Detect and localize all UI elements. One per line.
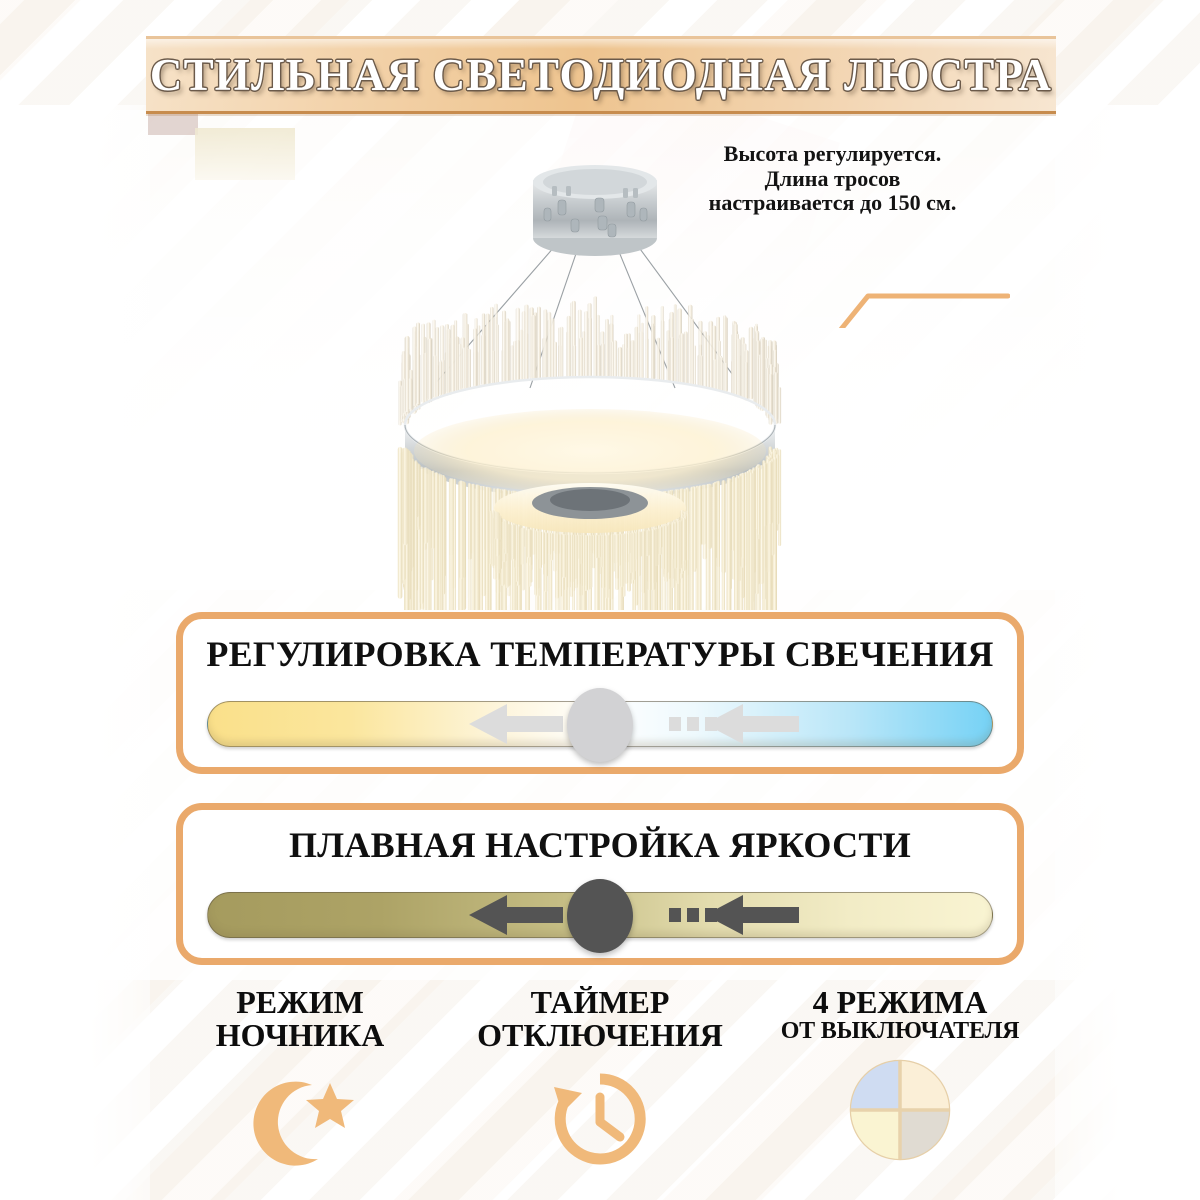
moon-star-icon	[253, 1081, 354, 1166]
crystal-rods-upper	[398, 296, 782, 426]
brightness-knob[interactable]	[567, 879, 633, 953]
white-margin-right	[1055, 105, 1200, 1200]
ceiling-canopy	[533, 165, 657, 256]
timer-clock-icon-wrap	[548, 1069, 652, 1169]
feature-night-mode-label: РЕЖИМ НОЧНИКА	[215, 984, 385, 1054]
timer-clock-icon	[554, 1073, 646, 1164]
feature-timer-line1: ТАЙМЕР	[530, 984, 670, 1020]
feature-four-modes-line2: ОТ ВЫКЛЮЧАТЕЛЯ	[780, 1018, 1020, 1045]
callout-line-1: Высота регулируется.	[723, 141, 942, 166]
feature-timer-label: ТАЙМЕР ОТКЛЮЧЕНИЯ	[477, 984, 723, 1054]
color-temperature-slider[interactable]	[207, 688, 993, 762]
moon-star-icon-wrap	[246, 1069, 354, 1169]
chandelier-inner-hub	[494, 483, 686, 533]
color-temperature-panel[interactable]: РЕГУЛИРОВКА ТЕМПЕРАТУРЫ СВЕЧЕНИЯ	[176, 612, 1024, 774]
callout-line-3: настраивается до 150 см.	[708, 190, 957, 216]
feature-row: РЕЖИМ НОЧНИКА ТАЙМЕР ОТКЛЮЧЕНИЯ	[150, 984, 1050, 1191]
ring-light-emitter	[414, 409, 766, 493]
four-quadrant-circle-icon-wrap	[848, 1059, 952, 1161]
feature-night-mode-line1: РЕЖИМ	[236, 984, 364, 1020]
feature-four-modes-label: 4 РЕЖИМА ОТ ВЫКЛЮЧАТЕЛЯ	[780, 984, 1020, 1045]
feature-night-mode-line2: НОЧНИКА	[215, 1017, 385, 1054]
brightness-slider[interactable]	[207, 879, 993, 953]
feature-timer-line2: ОТКЛЮЧЕНИЯ	[477, 1017, 723, 1054]
color-temperature-knob[interactable]	[567, 688, 633, 762]
feature-timer: ТАЙМЕР ОТКЛЮЧЕНИЯ	[450, 984, 750, 1191]
four-quadrant-circle-icon	[849, 1059, 951, 1161]
feature-night-mode: РЕЖИМ НОЧНИКА	[150, 984, 450, 1191]
crystal-rods-inner	[489, 510, 690, 600]
header-banner: СТИЛЬНАЯ СВЕТОДИОДНАЯ ЛЮСТРА	[146, 36, 1056, 114]
white-margin-left	[0, 105, 150, 1200]
brightness-title: ПЛАВНАЯ НАСТРОЙКА ЯРКОСТИ	[288, 825, 912, 865]
brightness-panel[interactable]: ПЛАВНАЯ НАСТРОЙКА ЯРКОСТИ	[176, 803, 1024, 965]
page-title: СТИЛЬНАЯ СВЕТОДИОДНАЯ ЛЮСТРА	[149, 50, 1053, 100]
feature-four-modes: 4 РЕЖИМА ОТ ВЫКЛЮЧАТЕЛЯ	[750, 984, 1050, 1191]
feature-four-modes-line1: 4 РЕЖИМА	[812, 984, 988, 1020]
chandelier-illustration	[397, 165, 782, 610]
callout-leader-line	[838, 293, 1010, 328]
height-adjust-callout: Высота регулируется. Длина тросов настра…	[660, 141, 1005, 216]
brightness-arrows	[469, 895, 799, 935]
color-temperature-title: РЕГУЛИРОВКА ТЕМПЕРАТУРЫ СВЕЧЕНИЯ	[206, 634, 994, 674]
callout-line-2: Длина тросов	[764, 165, 901, 191]
tan-block-accent	[195, 128, 295, 180]
